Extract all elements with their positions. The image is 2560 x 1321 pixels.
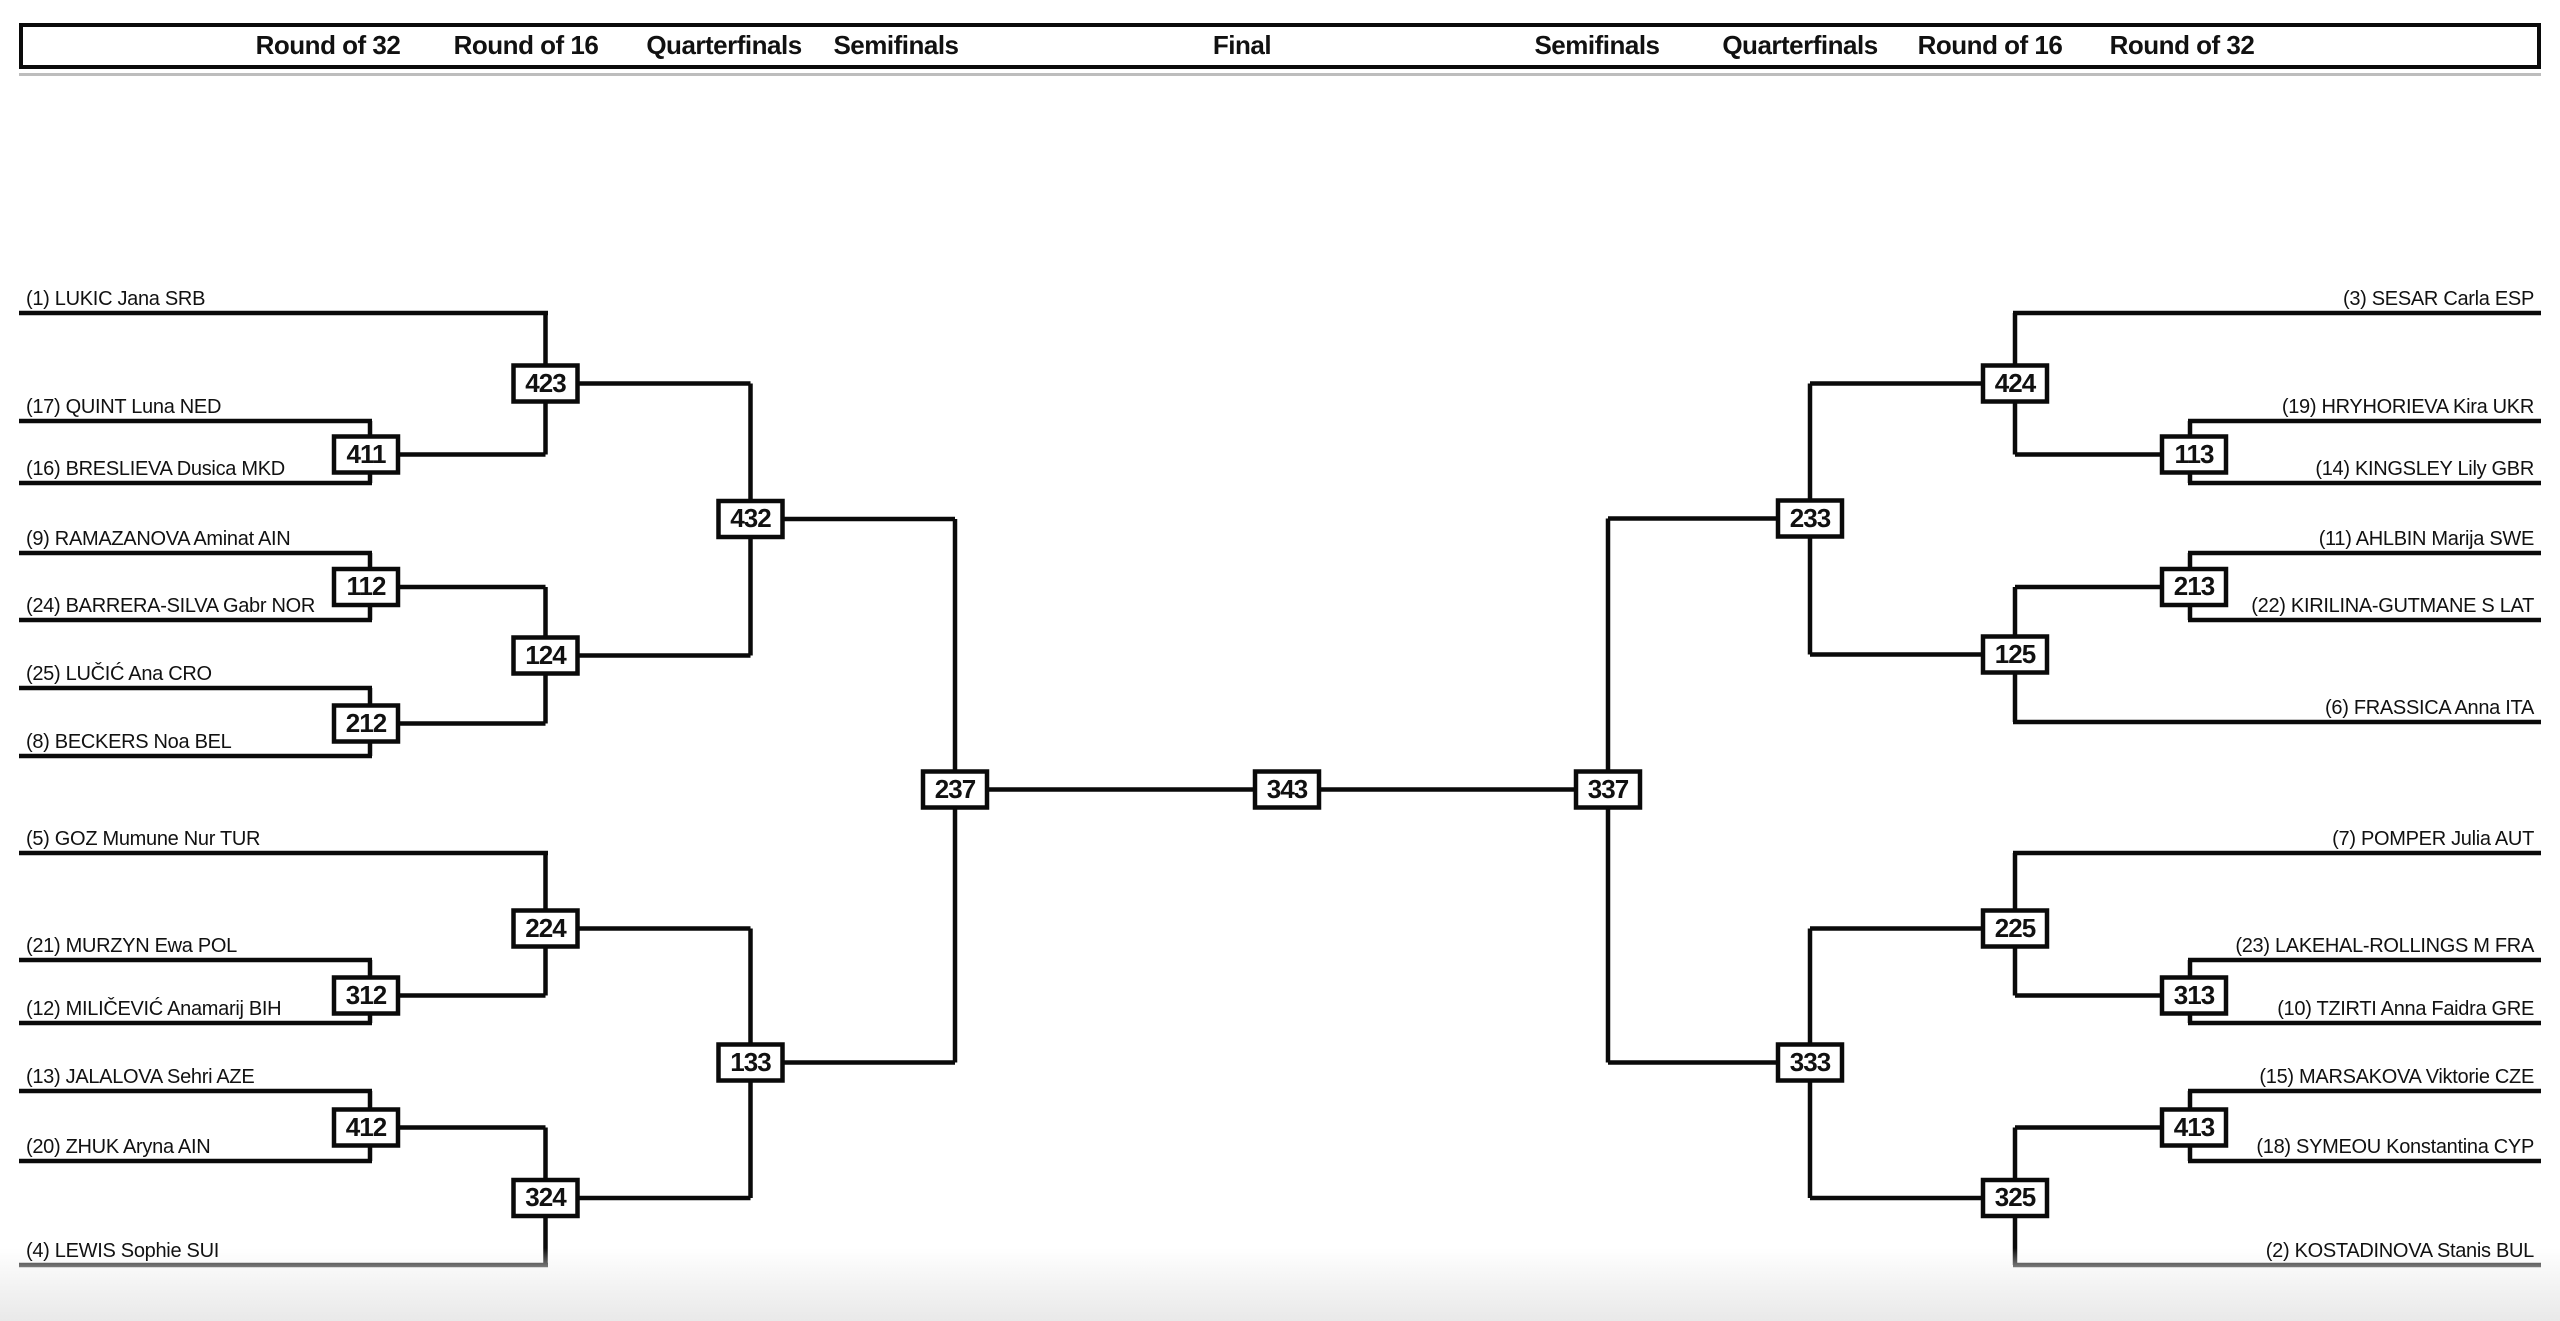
round-header-label: Round of 32 (2109, 30, 2255, 60)
round-header-label: Round of 16 (1917, 30, 2063, 60)
match-number-213: 213 (2173, 571, 2215, 601)
match-number-133: 133 (730, 1046, 771, 1077)
match-box-rect-133 (716, 1042, 785, 1083)
player-name: (3) SESAR Carla ESP (2342, 288, 2534, 310)
match-box-rect-423 (511, 363, 580, 404)
match-number-424: 424 (1994, 367, 2036, 398)
match-box-rect-237 (920, 769, 990, 810)
match-box-rect-325 (1980, 1177, 2050, 1219)
player-name: (18) SYMEOU Konstantina CYP (2256, 1136, 2534, 1158)
match-box-rect-413 (2159, 1107, 2229, 1148)
match-box-rect-324 (511, 1177, 580, 1219)
round-header-label: Round of 16 (453, 30, 599, 60)
round-header-label: Round of 32 (255, 30, 401, 60)
player-name: (7) POMPER Julia AUT (2332, 828, 2534, 850)
player-name: (9) RAMAZANOVA Aminat AIN (26, 528, 291, 550)
match-box-rect-412 (331, 1107, 401, 1148)
match-box-rect-411 (331, 434, 401, 475)
match-box-rect-124 (511, 635, 580, 676)
player-name: (20) ZHUK Aryna AIN (26, 1136, 211, 1158)
player-name: (13) JALALOVA Sehri AZE (26, 1066, 255, 1088)
player-name: (4) LEWIS Sophie SUI (26, 1240, 219, 1262)
match-box-rect-233 (1775, 498, 1845, 539)
header-underline (19, 73, 2541, 76)
match-box-rect-432 (716, 498, 785, 540)
match-number-112: 112 (346, 571, 387, 601)
match-box-rect-224 (511, 908, 580, 949)
player-name: (15) MARSAKOVA Viktorie CZE (2259, 1066, 2534, 1088)
match-box-rect-313 (2159, 975, 2229, 1016)
match-box-rect-113 (2159, 434, 2229, 475)
player-name: (2) KOSTADINOVA Stanis BUL (2265, 1240, 2535, 1262)
match-number-337: 337 (1587, 773, 1629, 804)
match-box-rect-225 (1980, 908, 2050, 949)
match-number-233: 233 (1789, 502, 1831, 533)
match-number-411: 411 (346, 438, 387, 469)
match-number-333: 333 (1789, 1046, 1831, 1077)
player-name: (23) LAKEHAL-ROLLINGS M FRA (2235, 935, 2534, 957)
player-name: (17) QUINT Luna NED (26, 396, 222, 418)
round-header-label: Quarterfinals (646, 30, 802, 60)
player-name: (6) FRASSICA Anna ITA (2325, 697, 2534, 719)
match-number-412: 412 (345, 1111, 387, 1142)
match-number-124: 124 (525, 639, 566, 670)
player-name: (5) GOZ Mumune Nur TUR (26, 828, 261, 850)
match-box-rect-343 (1252, 769, 1322, 810)
round-header-label: Final (1212, 30, 1272, 60)
match-number-212: 212 (345, 707, 387, 738)
match-number-343: 343 (1266, 773, 1308, 804)
match-number-312: 312 (345, 979, 387, 1010)
round-header-label: Semifinals (833, 30, 959, 60)
match-box-rect-212 (331, 703, 401, 744)
match-number-423: 423 (525, 367, 566, 398)
match-box-rect-333 (1775, 1042, 1845, 1083)
player-name: (22) KIRILINA-GUTMANE S LAT (2251, 595, 2534, 617)
player-name: (12) MILIČEVIĆ Anamarij BIH (26, 998, 282, 1020)
match-number-113: 113 (2174, 438, 2215, 469)
round-header-label: Semifinals (1534, 30, 1660, 60)
player-name: (25) LUČIĆ Ana CRO (26, 663, 212, 685)
player-name: (16) BRESLIEVA Dusica MKD (26, 458, 285, 480)
player-name: (14) KINGSLEY Lily GBR (2315, 458, 2534, 480)
player-name: (19) HRYHORIEVA Kira UKR (2281, 396, 2534, 418)
match-box-rect-112 (331, 566, 401, 608)
match-box-rect-337 (1573, 769, 1643, 810)
match-number-225: 225 (1994, 912, 2036, 943)
player-name: (24) BARRERA-SILVA Gabr NOR (26, 595, 316, 617)
match-number-325: 325 (1994, 1182, 2036, 1212)
match-number-224: 224 (525, 912, 566, 943)
match-number-413: 413 (2173, 1111, 2215, 1142)
player-name: (10) TZIRTI Anna Faidra GRE (2277, 998, 2534, 1020)
match-box-rect-213 (2159, 566, 2229, 608)
match-boxes (331, 363, 2229, 1219)
match-number-313: 313 (2173, 979, 2215, 1010)
player-name: (8) BECKERS Noa BEL (26, 731, 232, 753)
match-box-rect-312 (331, 975, 401, 1016)
match-box-rect-125 (1980, 634, 2050, 675)
match-number-125: 125 (1994, 638, 2036, 669)
player-name: (21) MURZYN Ewa POL (26, 935, 238, 957)
player-name: (11) AHLBIN Marija SWE (2318, 528, 2535, 550)
match-number-324: 324 (525, 1182, 566, 1212)
player-name: (1) LUKIC Jana SRB (26, 288, 206, 310)
round-header-label: Quarterfinals (1722, 30, 1878, 60)
match-number-432: 432 (730, 503, 771, 533)
round-header-bar (19, 23, 2541, 69)
match-number-237: 237 (934, 773, 976, 804)
match-box-rect-424 (1980, 363, 2050, 404)
